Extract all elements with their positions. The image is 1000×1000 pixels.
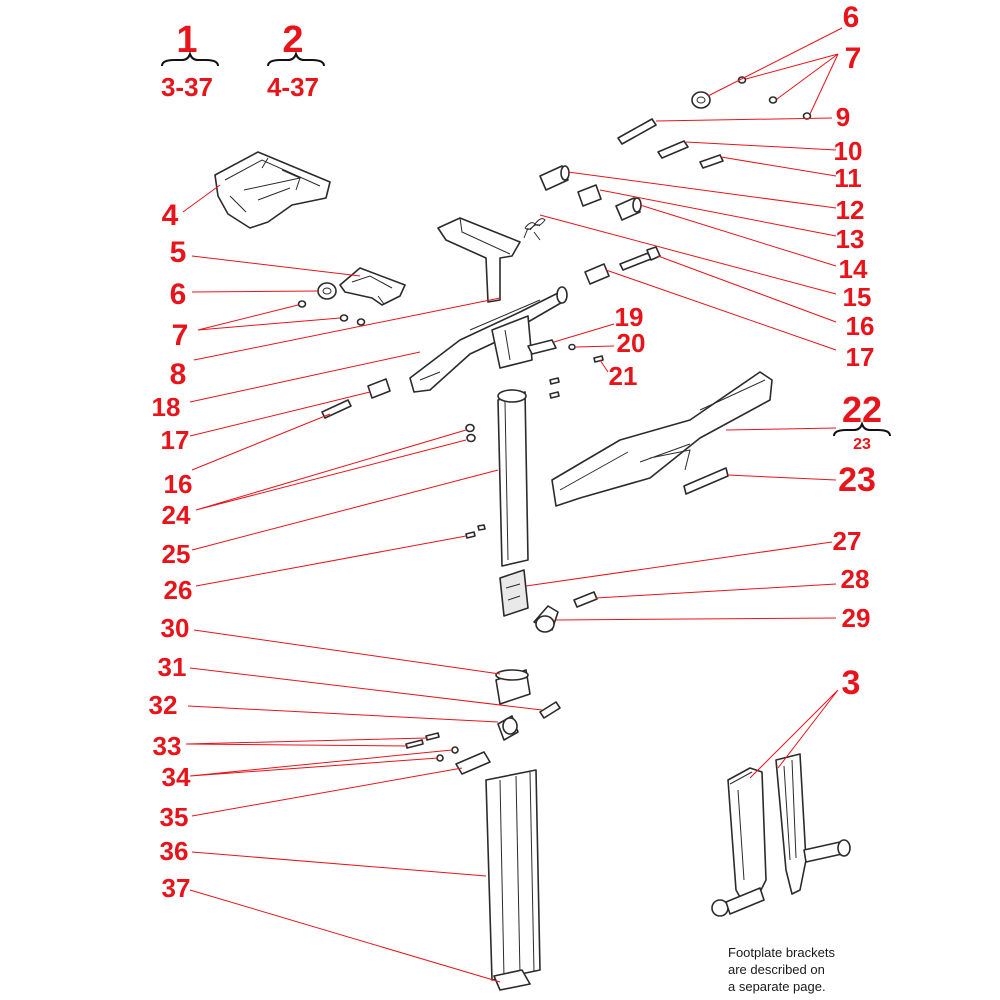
group-2-bottom: 4-37 [267, 72, 319, 102]
callout-25: 25 [162, 539, 191, 569]
leader-lines [182, 27, 843, 983]
callout-7-right: 7 [845, 42, 862, 75]
callout-34: 34 [162, 762, 191, 792]
group-label-22: 22 23 [833, 389, 891, 453]
part-10-pin [657, 140, 689, 159]
callout-29: 29 [842, 603, 871, 633]
callout-6-right: 6 [843, 1, 860, 34]
part-16-bolt [619, 246, 661, 271]
callout-17-right: 17 [846, 342, 875, 372]
part-6-bushing [317, 282, 337, 300]
part-23-logo-plate [683, 467, 729, 495]
callout-12: 12 [836, 195, 865, 225]
callout-5: 5 [170, 236, 187, 269]
callout-14: 14 [839, 254, 868, 284]
part-19-plate [527, 339, 557, 355]
callout-20: 20 [617, 328, 646, 358]
part-12-sleeve [539, 165, 570, 191]
part-8-handle [437, 217, 521, 303]
part-drawings [214, 76, 851, 991]
part-26-screws [465, 524, 486, 539]
part-31-pin [539, 701, 561, 719]
part-36-lower-tube [485, 769, 541, 981]
part-32-bushing [497, 715, 519, 741]
part-15-spring [523, 218, 546, 241]
part-28-pin [573, 591, 598, 608]
callout-18: 18 [152, 392, 181, 422]
part-34-washers [436, 746, 459, 762]
part-24-washers [465, 423, 476, 443]
part-3-footplate-brackets [711, 753, 851, 917]
callout-4: 4 [162, 199, 179, 232]
callout-16-right: 16 [846, 311, 875, 341]
brace-icon [833, 420, 891, 437]
callout-6: 6 [170, 278, 187, 311]
callout-33: 33 [153, 731, 182, 761]
callout-27: 27 [833, 526, 862, 556]
callout-23: 23 [838, 461, 876, 499]
part-17-spacer [584, 263, 610, 285]
part-33-screws [405, 732, 440, 749]
callout-24: 24 [162, 500, 191, 530]
group-label-1: 1 3-37 [161, 19, 219, 102]
part-35-clip [455, 751, 491, 775]
callout-16-left: 16 [164, 469, 193, 499]
callout-30: 30 [161, 613, 190, 643]
part-30-cup [495, 669, 531, 705]
brace-icon [161, 50, 219, 67]
part-37-end-cap [493, 969, 531, 991]
part-6-bushing-right [691, 91, 711, 109]
part-21-screws [549, 355, 604, 399]
callout-7: 7 [172, 319, 189, 352]
callout-31: 31 [158, 652, 187, 682]
callout-26: 26 [164, 575, 193, 605]
group-22-bottom: 23 [853, 436, 871, 453]
part-13-sleeve [577, 184, 602, 207]
callout-32: 32 [149, 690, 178, 720]
callout-19: 19 [615, 302, 644, 332]
part-25-upper-tube [497, 389, 529, 567]
part-11-pin [699, 154, 724, 169]
group-1-top: 1 [176, 19, 197, 61]
part-20-washer [568, 343, 576, 351]
part-18-lever-assembly [409, 286, 568, 393]
callout-11: 11 [834, 163, 862, 193]
part-4-top-bracket [214, 151, 331, 229]
group-1-bottom: 3-37 [161, 72, 213, 102]
callout-21: 21 [609, 361, 638, 391]
brace-icon [267, 50, 325, 67]
part-17-spacer-left [367, 378, 391, 399]
group-2-top: 2 [282, 19, 303, 61]
callout-3: 3 [842, 664, 861, 702]
callout-28: 28 [841, 564, 870, 594]
part-29-knob [533, 605, 559, 633]
group-label-2: 2 4-37 [267, 19, 325, 102]
callout-13: 13 [836, 224, 865, 254]
part-5-plate [339, 267, 406, 306]
callout-37: 37 [162, 873, 191, 903]
callout-36: 36 [160, 836, 189, 866]
part-27-clamp [499, 569, 529, 617]
footplate-note: Footplate brackets are described on a se… [728, 945, 835, 994]
part-14-sleeve [615, 197, 642, 221]
callout-9: 9 [836, 102, 850, 132]
part-22-cross-bar [551, 371, 773, 507]
callout-8: 8 [170, 358, 187, 391]
callout-17-left: 17 [161, 425, 190, 455]
callout-numbers: 3 4 5 6 7 8 6 7 9 10 11 12 13 14 15 16 1… [149, 1, 876, 903]
callout-35: 35 [160, 802, 189, 832]
callout-10: 10 [834, 136, 863, 166]
part-9-pin [617, 118, 657, 145]
callout-15: 15 [843, 282, 872, 312]
